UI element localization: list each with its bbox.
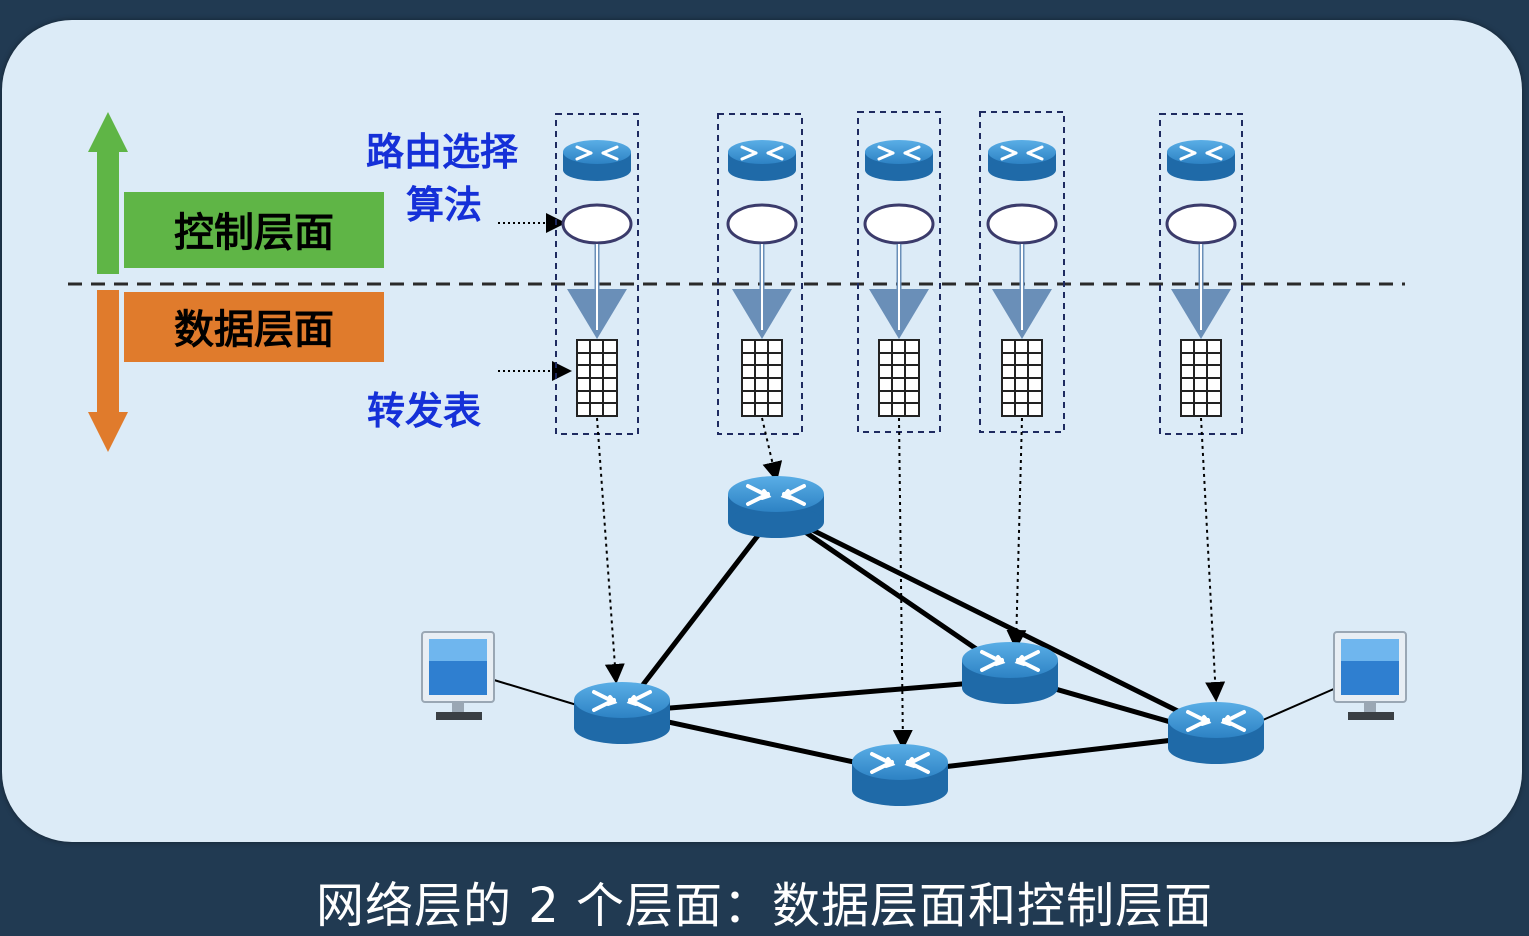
- routing-algorithm-label-line2: 算法: [406, 183, 482, 227]
- router-icon: [986, 138, 1058, 183]
- forwarding-table-grid: [741, 339, 783, 417]
- routing-algorithm-oval: [1165, 203, 1237, 245]
- data-plane-label-box: 数据层面: [124, 292, 384, 362]
- router-icon: [572, 680, 672, 746]
- router-column-4: [979, 111, 1065, 433]
- table-to-router-arrows: [596, 417, 1226, 750]
- routing-algorithm-oval: [561, 203, 633, 245]
- forwarding-table-label: 转发表: [367, 389, 481, 433]
- forwarding-table-grid: [1001, 339, 1043, 417]
- data-plane-label: 数据层面: [174, 307, 334, 353]
- forwarding-table-grid: [878, 339, 920, 417]
- router-icon: [726, 138, 798, 183]
- routing-algorithm-oval: [986, 203, 1058, 245]
- router-icon: [1165, 138, 1237, 183]
- slide-caption: 网络层的 2 个层面：数据层面和控制层面: [315, 878, 1214, 934]
- router-column-1: [555, 113, 639, 435]
- control-plane-label: 控制层面: [174, 210, 334, 256]
- router-icon: [726, 474, 826, 540]
- router-icon: [863, 138, 935, 183]
- router-icon: [1166, 700, 1266, 766]
- control-plane-label-box: 控制层面: [124, 192, 384, 268]
- router-column-2: [717, 113, 803, 435]
- routing-algorithm-oval: [726, 203, 798, 245]
- routing-algorithm-label-line1: 路由选择: [366, 130, 519, 174]
- computer-icon: [1333, 631, 1407, 721]
- router-icon: [850, 742, 950, 808]
- routing-algorithm-oval: [863, 203, 935, 245]
- data-plane-arrow: [88, 290, 128, 452]
- router-column-5: [1159, 113, 1243, 435]
- forwarding-table-grid: [1180, 339, 1222, 417]
- router-icon: [960, 640, 1060, 706]
- router-icon: [561, 138, 633, 183]
- forwarding-table-grid: [576, 339, 618, 417]
- router-column-3: [857, 111, 941, 433]
- control-plane-arrow: [88, 112, 128, 274]
- network-links: [620, 509, 1218, 775]
- computer-icon: [421, 631, 495, 721]
